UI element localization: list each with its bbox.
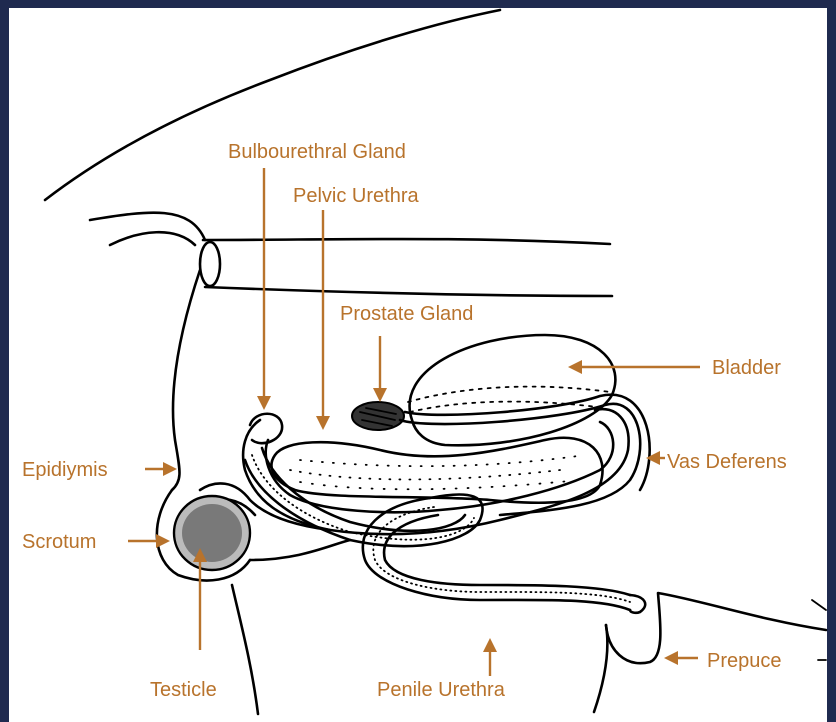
label-epididymis: Epidiymis bbox=[22, 459, 108, 481]
label-bladder: Bladder bbox=[712, 357, 781, 379]
bladder-shape bbox=[408, 335, 615, 445]
label-prostate-gland: Prostate Gland bbox=[340, 303, 473, 325]
label-scrotum: Scrotum bbox=[22, 531, 96, 553]
label-pelvic-urethra: Pelvic Urethra bbox=[293, 185, 419, 207]
label-prepuce: Prepuce bbox=[707, 650, 782, 672]
label-vas-deferens: Vas Deferens bbox=[667, 451, 787, 473]
testicle-shape bbox=[174, 496, 250, 570]
label-testicle: Testicle bbox=[150, 679, 217, 701]
body-outline bbox=[45, 10, 826, 714]
label-bulbourethral-gland: Bulbourethral Gland bbox=[228, 141, 406, 163]
prostate-shape bbox=[352, 402, 404, 430]
label-penile-urethra: Penile Urethra bbox=[377, 679, 506, 701]
urethra-tract bbox=[200, 395, 650, 613]
